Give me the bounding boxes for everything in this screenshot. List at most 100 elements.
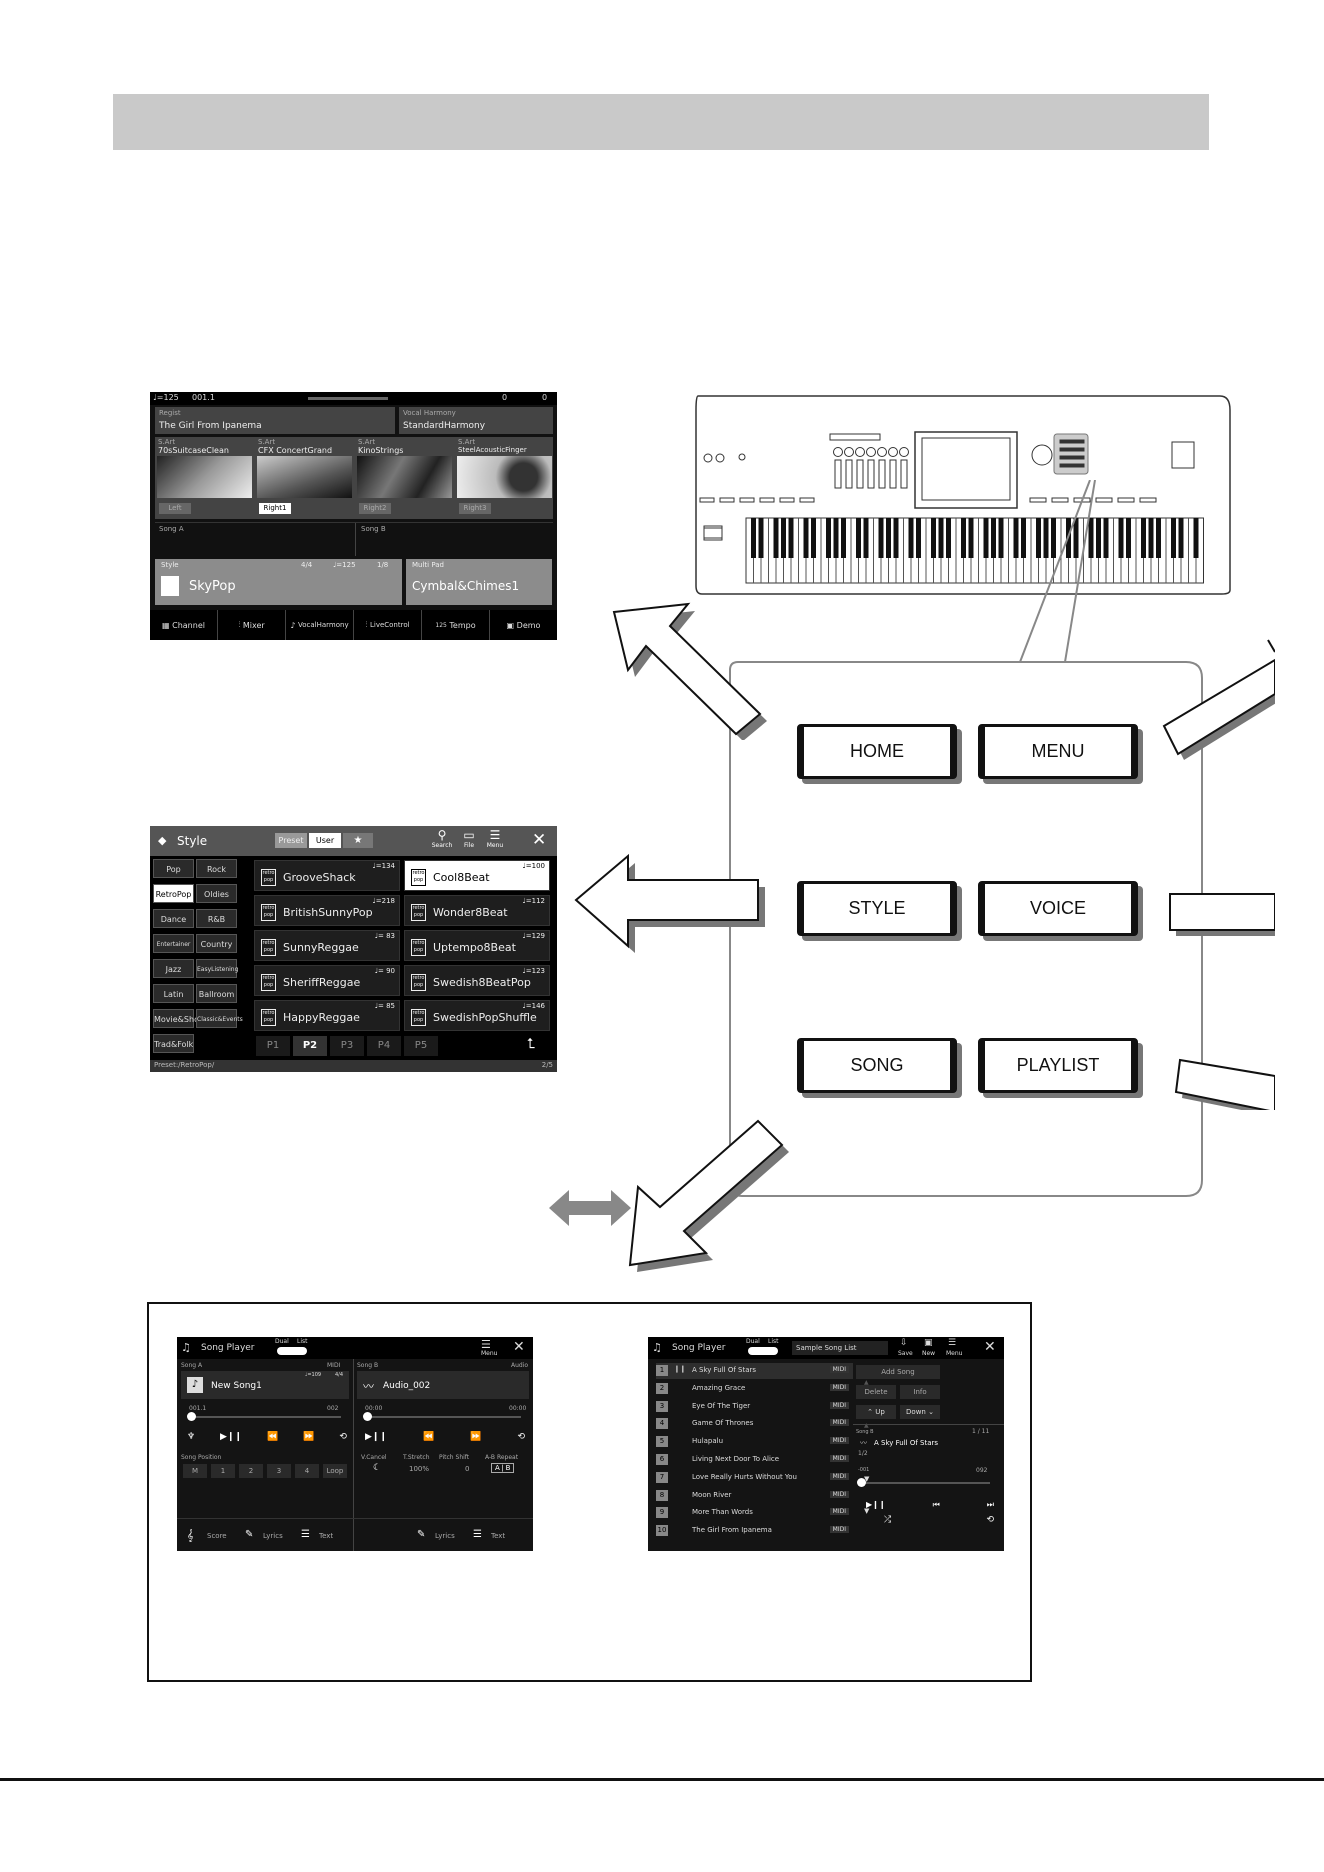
score-label[interactable]: Score <box>207 1532 227 1540</box>
part-right1[interactable]: Right1 <box>259 503 291 514</box>
regist-panel[interactable]: Regist The Girl From Ipanema <box>155 407 395 434</box>
song-position-button[interactable]: 1 <box>211 1464 235 1478</box>
close-icon[interactable]: ✕ <box>513 1339 525 1355</box>
page-tab-3[interactable]: P3 <box>330 1036 364 1056</box>
style-category-10[interactable]: EasyListening <box>196 959 238 978</box>
vocal-harmony-panel[interactable]: Vocal Harmony StandardHarmony <box>399 407 553 434</box>
text-icon[interactable]: ☰ <box>301 1529 310 1540</box>
style-category-11[interactable]: Latin <box>153 984 194 1003</box>
rewind-icon[interactable]: ⏪ <box>267 1432 279 1442</box>
song-a-playhead[interactable] <box>187 1412 196 1421</box>
song-position-button[interactable]: 2 <box>239 1464 263 1478</box>
text-label[interactable]: Text <box>319 1532 334 1540</box>
tempo-button[interactable]: 125 Tempo <box>422 610 490 640</box>
playlist-button[interactable]: PLAYLIST <box>978 1038 1138 1093</box>
save-icon[interactable]: ⇩ <box>900 1338 908 1348</box>
move-down-button[interactable]: Down ⌄ <box>900 1405 940 1419</box>
tab-user[interactable]: User <box>309 833 341 848</box>
part-right2[interactable]: Right2 <box>359 503 391 514</box>
previous-icon[interactable]: ⏮ <box>932 1500 940 1509</box>
play-pause-icon[interactable]: ▶❙❙ <box>866 1500 886 1509</box>
rewind-icon[interactable]: ⏪ <box>423 1432 435 1442</box>
song-b-playhead[interactable] <box>857 1478 866 1487</box>
song-b-progress[interactable] <box>365 1416 521 1418</box>
add-song-button[interactable]: Add Song <box>856 1365 940 1379</box>
style-category-1[interactable]: Pop <box>153 859 194 878</box>
mixer-button[interactable]: ⫶ Mixer <box>218 610 286 640</box>
lyrics-b-label[interactable]: Lyrics <box>435 1532 455 1540</box>
close-icon[interactable]: ✕ <box>984 1339 996 1355</box>
favorite-star-icon[interactable]: ★ <box>343 833 373 848</box>
delete-button[interactable]: Delete <box>856 1385 896 1399</box>
page-tab-1[interactable]: P1 <box>256 1036 290 1056</box>
metronome-icon[interactable]: ♆ <box>187 1432 196 1442</box>
song-b-progress[interactable] <box>860 1482 990 1484</box>
multi-pad-panel[interactable]: Multi Pad Cymbal&Chimes1 <box>406 559 552 605</box>
style-category-13[interactable]: Movie&Show <box>153 1009 206 1028</box>
song-position-button[interactable]: 4 <box>295 1464 319 1478</box>
ab-repeat-button[interactable]: A❘B <box>491 1463 515 1473</box>
tab-preset[interactable]: Preset <box>275 833 307 848</box>
scroll-top-icon[interactable]: ▲ <box>864 1379 869 1386</box>
style-category-8[interactable]: Country <box>196 934 237 953</box>
style-category-5[interactable]: Dance <box>153 909 194 928</box>
move-up-button[interactable]: ⌃ Up <box>856 1405 896 1419</box>
page-tab-2[interactable]: P2 <box>293 1036 327 1056</box>
voice-right2[interactable]: S.Art KinoStrings Right2 <box>355 437 454 519</box>
song-position-button[interactable]: M <box>183 1464 207 1478</box>
info-button[interactable]: Info <box>900 1385 940 1399</box>
song-b-label[interactable]: Song B <box>361 525 386 533</box>
part-left[interactable]: Left <box>159 503 191 514</box>
mode-toggle[interactable] <box>277 1347 307 1355</box>
song-button[interactable]: SONG <box>797 1038 957 1093</box>
search-button[interactable]: ⚲Search <box>431 828 453 849</box>
fast-forward-icon[interactable]: ⏩ <box>470 1432 482 1442</box>
lyrics-label[interactable]: Lyrics <box>263 1532 283 1540</box>
style-button[interactable]: STYLE <box>797 881 957 936</box>
song-list-name[interactable]: Sample Song List <box>792 1341 888 1355</box>
play-pause-icon[interactable]: ▶❙❙ <box>365 1432 388 1442</box>
style-category-12[interactable]: Ballroom <box>196 984 237 1003</box>
repeat-icon[interactable]: ⟲ <box>986 1515 994 1525</box>
style-category-6[interactable]: R&B <box>196 909 237 928</box>
style-category-2[interactable]: Rock <box>196 859 237 878</box>
demo-button[interactable]: ▣ Demo <box>490 610 557 640</box>
style-category-7[interactable]: Entertainer <box>153 934 194 953</box>
page-tab-5[interactable]: P5 <box>404 1036 438 1056</box>
pitch-shift-value[interactable]: 0 <box>465 1465 470 1473</box>
style-panel[interactable]: Style 4/4 ♩=125 1/8 SkyPop <box>155 559 402 605</box>
live-control-button[interactable]: ⫶ LiveControl <box>354 610 422 640</box>
lyrics-icon[interactable]: ✎ <box>417 1529 426 1540</box>
lyrics-icon[interactable]: ✎ <box>245 1529 254 1540</box>
scroll-up-icon[interactable]: ▲ <box>864 1422 869 1429</box>
part-right3[interactable]: Right3 <box>459 503 491 514</box>
voice-right1[interactable]: S.Art CFX ConcertGrand Right1 <box>255 437 354 519</box>
close-icon[interactable]: ✕ <box>532 830 547 850</box>
channel-button[interactable]: ▦ Channel <box>150 610 218 640</box>
text-icon[interactable]: ☰ <box>473 1529 482 1540</box>
play-pause-icon[interactable]: ▶❙❙ <box>220 1432 243 1442</box>
vocal-harmony-button[interactable]: ♪ VocalHarmony <box>286 610 354 640</box>
song-position-button[interactable]: Loop <box>323 1464 347 1478</box>
scroll-bottom-icon[interactable]: ▼ <box>864 1507 870 1515</box>
song-a-select[interactable]: ♪ New Song1 ♩=109 4/4 <box>181 1371 349 1399</box>
shuffle-icon[interactable]: ⤮ <box>884 1515 892 1525</box>
